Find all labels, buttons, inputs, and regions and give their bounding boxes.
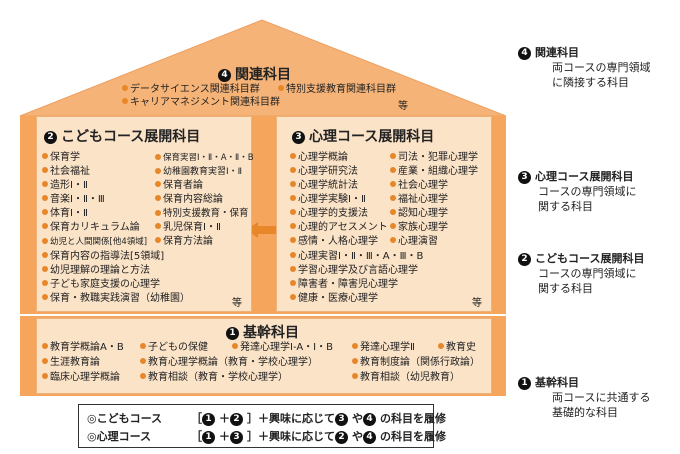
side-desc: コースの専門領域に関する科目 [538,185,637,213]
shinri-etc: 等 [472,298,482,309]
shinri-item: 心理学実験Ⅰ・Ⅱ [290,194,366,206]
kodomo-item: 保育・教職実践演習（幼稚園） [42,293,190,305]
shinri-item: 認知心理学 [390,208,448,220]
roof-title: 4 関連科目 [218,64,291,84]
number-badge: 4 [518,46,531,60]
number-badge: 1 [226,326,239,340]
kikan-item: 生涯教育論 [42,357,100,369]
number-badge: 3 [518,170,531,184]
number-badge: 2 [335,430,348,444]
bullet-dot [122,85,128,91]
kodomo-item: 保育学 [42,152,80,164]
kodomo-item: 特別支援教育・保育 [155,208,249,220]
roof-item: データサイエンス関連科目群 [122,84,260,96]
kodomo-item: 幼児理解の理論と方法 [42,265,150,277]
kikan-panel [36,318,492,394]
kodomo-item: 幼児と人間関係[他4領域] [42,236,147,248]
kikan-item: 教育相談（幼児教育） [352,372,460,384]
shinri-item: 心理学統計法 [290,180,358,192]
kikan-item: 教育心理学概論（教育・学校心理学） [140,357,318,369]
number-badge: 1 [202,412,215,426]
kodomo-item: 造形Ⅰ・Ⅱ [42,180,88,192]
bullet-dot [122,98,128,104]
kikan-item: 発達心理学Ⅰ-A・Ⅰ・B [232,342,333,354]
kodomo-item: 保育実習Ⅰ・Ⅱ・A・Ⅱ・B [155,152,254,164]
shinri-item: 産業・組織心理学 [390,166,478,178]
kikan-item: 教育制度論（関係行政論） [352,357,480,369]
kodomo-etc: 等 [232,298,242,309]
shinri-panel [276,116,492,312]
kodomo-item: 保育者論 [155,180,203,192]
bullet-dot [278,85,284,91]
kikan-item: 発達心理学Ⅱ [352,342,415,354]
kikan-item: 教育学概論A・B [42,342,124,354]
shinri-item: 感情・人格心理学 [290,236,378,248]
kodomo-item: 保育カリキュラム論 [42,222,140,234]
roof-title-text: 関連科目 [235,67,291,83]
side-desc: コースの専門領域に関する科目 [538,267,637,295]
shinri-item: 心理実習Ⅰ・Ⅱ・Ⅲ・A・Ⅲ・B [290,251,423,263]
number-badge: 4 [218,68,231,82]
number-badge: 3 [230,430,243,444]
kodomo-item: 保育内容総論 [155,194,223,206]
number-badge: 4 [363,430,376,444]
kodomo-item: 幼稚園教育実習Ⅰ・Ⅱ [155,166,242,178]
number-badge: 1 [202,430,215,444]
number-badge: 2 [518,252,531,266]
shinri-item: 心理学概論 [290,152,348,164]
side-desc: 両コースに共通する基礎的な科目 [552,391,651,419]
shinri-item: 健康・医療心理学 [290,293,378,305]
number-badge: 3 [335,412,348,426]
kikan-item: 子どもの保健 [140,342,208,354]
roof-item: 特別支援教育関連科目群 [278,84,396,96]
kodomo-item: 子ども家庭支援の心理学 [42,279,160,291]
shinri-item: 司法・犯罪心理学 [390,152,478,164]
number-badge: 1 [518,376,531,390]
shinri-item: 心理的アセスメント [290,222,388,234]
side-desc: 両コースの専門領域に隣接する科目 [552,61,651,89]
kodomo-item: 社会福祉 [42,166,90,178]
shinri-item: 心理演習 [390,236,438,248]
kikan-item: 教育相談（教育・学校心理学） [140,372,288,384]
kodomo-item: 乳児保育Ⅰ・Ⅱ [155,222,221,234]
shinri-item: 障害者・障害児心理学 [290,279,398,291]
kikan-item: 教育史 [438,342,476,354]
kikan-item: 臨床心理学概論 [42,372,120,384]
shinri-item: 家族心理学 [390,222,448,234]
number-badge: 4 [363,412,376,426]
number-badge: 2 [44,130,57,144]
kodomo-item: 音楽Ⅰ・Ⅱ・Ⅲ [42,194,105,206]
shinri-item: 福祉心理学 [390,194,448,206]
shinri-item: 心理学研究法 [290,166,358,178]
kodomo-panel [36,116,252,312]
shinri-item: 心理学的支援法 [290,208,368,220]
kodomo-item: 保育方法論 [155,236,213,248]
number-badge: 2 [230,412,243,426]
kodomo-item: 体育Ⅰ・Ⅱ [42,208,88,220]
roof-etc: 等 [398,101,408,112]
kodomo-item: 保育内容の指導法[5領域] [42,251,164,263]
shinri-item: 学習心理学及び言語心理学 [290,265,418,277]
shinri-item: 社会心理学 [390,180,448,192]
roof-item: キャリアマネジメント関連科目群 [122,97,280,109]
number-badge: 3 [292,130,305,144]
